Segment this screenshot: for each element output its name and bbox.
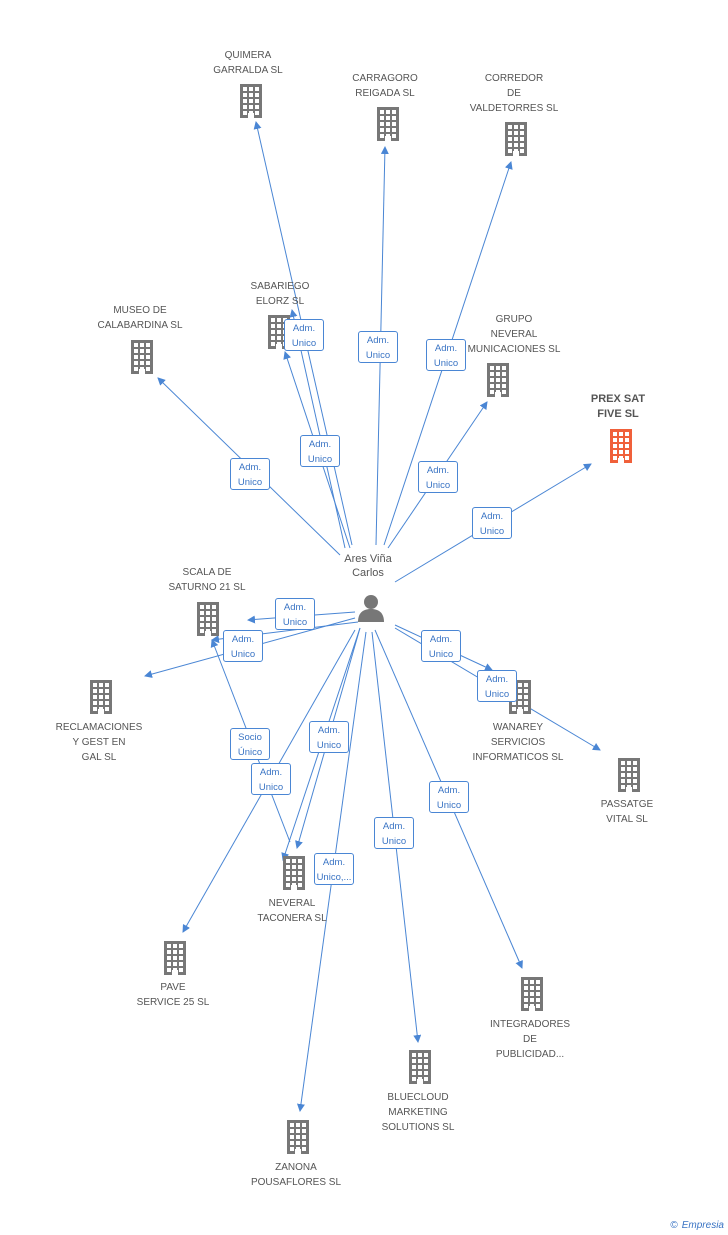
company-node-corredor[interactable]: CORREDOR DE VALDETORRES SL (449, 71, 579, 116)
company-label[interactable]: SABARIEGO ELORZ SL (250, 281, 310, 307)
company-label[interactable]: RECLAMACIONES Y GEST EN GAL SL (55, 722, 143, 763)
company-node-passatge[interactable]: PASSATGE VITAL SL (562, 797, 692, 827)
role-badge[interactable]: Adm. Unico (477, 670, 517, 702)
company-label[interactable]: PREX SAT FIVE SL (590, 393, 646, 420)
person-name[interactable]: Ares Viña Carlos (344, 553, 392, 579)
role-badge[interactable]: Socio Único (230, 728, 270, 760)
company-label[interactable]: QUIMERA GARRALDA SL (213, 50, 283, 76)
role-badge[interactable]: Adm. Unico (429, 781, 469, 813)
building-icon[interactable] (195, 602, 221, 641)
role-badge[interactable]: Adm. Unico (374, 817, 414, 849)
building-icon[interactable] (608, 429, 634, 468)
building-icon[interactable] (238, 84, 264, 123)
role-badge[interactable]: Adm. Unico,... (314, 853, 354, 885)
role-badge[interactable]: Adm. Unico (275, 598, 315, 630)
building-icon[interactable] (129, 340, 155, 379)
company-label[interactable]: PASSATGE VITAL SL (600, 799, 654, 825)
building-icon[interactable] (285, 1120, 311, 1159)
role-badge[interactable]: Adm. Unico (418, 461, 458, 493)
building-icon[interactable] (162, 941, 188, 980)
company-label[interactable]: PAVE SERVICE 25 SL (136, 982, 210, 1008)
company-node-sabariego[interactable]: SABARIEGO ELORZ SL (215, 279, 345, 309)
building-icon[interactable] (485, 363, 511, 402)
building-icon[interactable] (503, 122, 529, 161)
brand-name[interactable]: Empresia (681, 1220, 724, 1231)
company-node-pave[interactable]: PAVE SERVICE 25 SL (108, 980, 238, 1010)
role-badge[interactable]: Adm. Unico (421, 630, 461, 662)
company-node-museo[interactable]: MUSEO DE CALABARDINA SL (75, 303, 205, 333)
company-node-scala[interactable]: SCALA DE SATURNO 21 SL (142, 565, 272, 595)
company-label[interactable]: MUSEO DE CALABARDINA SL (97, 305, 183, 331)
company-node-grupo[interactable]: GRUPO NEVERAL MUNICACIONES SL (449, 312, 579, 357)
role-badge[interactable]: Adm. Unico (358, 331, 398, 363)
company-label[interactable]: BLUECLOUD MARKETING SOLUTIONS SL (381, 1092, 455, 1133)
building-icon[interactable] (281, 856, 307, 895)
role-badge[interactable]: Adm. Unico (472, 507, 512, 539)
company-label[interactable]: CORREDOR DE VALDETORRES SL (469, 73, 559, 114)
person-icon[interactable] (356, 593, 386, 623)
role-badge[interactable]: Adm. Unico (426, 339, 466, 371)
role-badge[interactable]: Adm. Unico (251, 763, 291, 795)
building-icon[interactable] (616, 758, 642, 797)
building-icon[interactable] (375, 107, 401, 146)
building-icon[interactable] (88, 680, 114, 719)
role-badge[interactable]: Adm. Unico (284, 319, 324, 351)
role-badge[interactable]: Adm. Unico (230, 458, 270, 490)
role-badge[interactable]: Adm. Unico (223, 630, 263, 662)
footer-brand: ©Empresia (670, 1220, 724, 1231)
role-badge[interactable]: Adm. Unico (300, 435, 340, 467)
company-label[interactable]: WANAREY SERVICIOS INFORMATICOS SL (472, 722, 564, 763)
company-label[interactable]: GRUPO NEVERAL MUNICACIONES SL (467, 314, 561, 355)
company-node-prex[interactable]: PREX SAT FIVE SL (553, 392, 683, 422)
company-node-carragoro[interactable]: CARRAGORO REIGADA SL (320, 71, 450, 101)
building-icon[interactable] (407, 1050, 433, 1089)
company-label[interactable]: CARRAGORO REIGADA SL (352, 73, 418, 99)
role-badge[interactable]: Adm. Unico (309, 721, 349, 753)
company-node-zanona[interactable]: ZANONA POUSAFLORES SL (231, 1160, 361, 1190)
company-label[interactable]: ZANONA POUSAFLORES SL (250, 1162, 342, 1188)
copyright-icon: © (670, 1220, 678, 1231)
company-label[interactable]: SCALA DE SATURNO 21 SL (168, 567, 246, 593)
company-node-bluecloud[interactable]: BLUECLOUD MARKETING SOLUTIONS SL (353, 1090, 483, 1135)
building-icon[interactable] (519, 977, 545, 1016)
company-node-neveral[interactable]: NEVERAL TACONERA SL (227, 896, 357, 926)
company-label[interactable]: NEVERAL TACONERA SL (257, 898, 327, 924)
company-node-reclamaciones[interactable]: RECLAMACIONES Y GEST EN GAL SL (34, 720, 164, 765)
company-node-integradores[interactable]: INTEGRADORES DE PUBLICIDAD... (465, 1017, 595, 1062)
company-node-wanarey[interactable]: WANAREY SERVICIOS INFORMATICOS SL (453, 720, 583, 765)
company-label[interactable]: INTEGRADORES DE PUBLICIDAD... (489, 1019, 570, 1060)
company-node-quimera[interactable]: QUIMERA GARRALDA SL (183, 48, 313, 78)
